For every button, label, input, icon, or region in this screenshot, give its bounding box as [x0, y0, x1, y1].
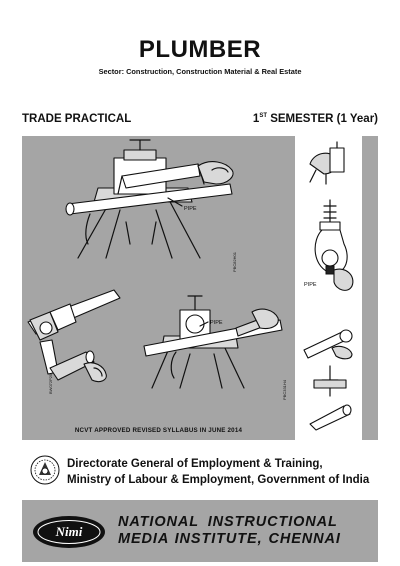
pipe-marking-illustration — [309, 365, 352, 431]
hand-tool-illustration — [309, 141, 345, 185]
ncvt-syllabus-note: NCVT APPROVED REVISED SYLLABUS IN JUNE 2… — [74, 427, 243, 434]
pipe-wrench-illustration: BW072P25 — [27, 289, 121, 394]
dget-line-2: Ministry of Labour & Employment, Governm… — [67, 474, 370, 486]
pipe-label-3: PIPE — [210, 320, 223, 326]
pipe-reamer-illustration — [303, 329, 353, 360]
government-emblem-icon — [30, 455, 60, 485]
sector-subtitle: Sector: Construction, Construction Mater… — [98, 67, 302, 76]
nimi-logo-text: Nimi — [55, 524, 83, 539]
pipe-cutter-tool-illustration: PIPE — [304, 199, 354, 291]
semester-number: 1 — [252, 113, 260, 125]
book-title: PLUMBER — [138, 36, 262, 63]
nimi-logo-icon: Nimi — [33, 516, 105, 548]
semester-superscript: ST — [259, 113, 267, 119]
trade-practical-label: TRADE PRACTICAL — [22, 113, 132, 125]
pipe-cutter-illustration: PIPE PBC331H4 — [143, 295, 287, 400]
semester-label: 1ST SEMESTER (1 Year) — [253, 113, 378, 125]
pipe-vice-hacksaw-illustration: PIPE PBC82H01 — [65, 139, 237, 272]
pipe-label-2: PIPE — [304, 282, 317, 288]
right-gray-strip — [362, 136, 378, 440]
figure-code-1: PBC82H01 — [232, 251, 237, 272]
institute-name-line-2: MEDIA INSTITUTE, CHENNAI — [118, 531, 341, 547]
figure-code-2: BW072P25 — [48, 373, 53, 394]
figure-code-3: PBC331H4 — [282, 379, 287, 400]
semester-text: SEMESTER (1 Year) — [267, 113, 378, 125]
dget-line-1: Directorate General of Employment & Trai… — [67, 458, 323, 470]
pipe-label-1: PIPE — [184, 206, 197, 212]
institute-name-line-1: NATIONAL INSTRUCTIONAL — [118, 514, 338, 530]
